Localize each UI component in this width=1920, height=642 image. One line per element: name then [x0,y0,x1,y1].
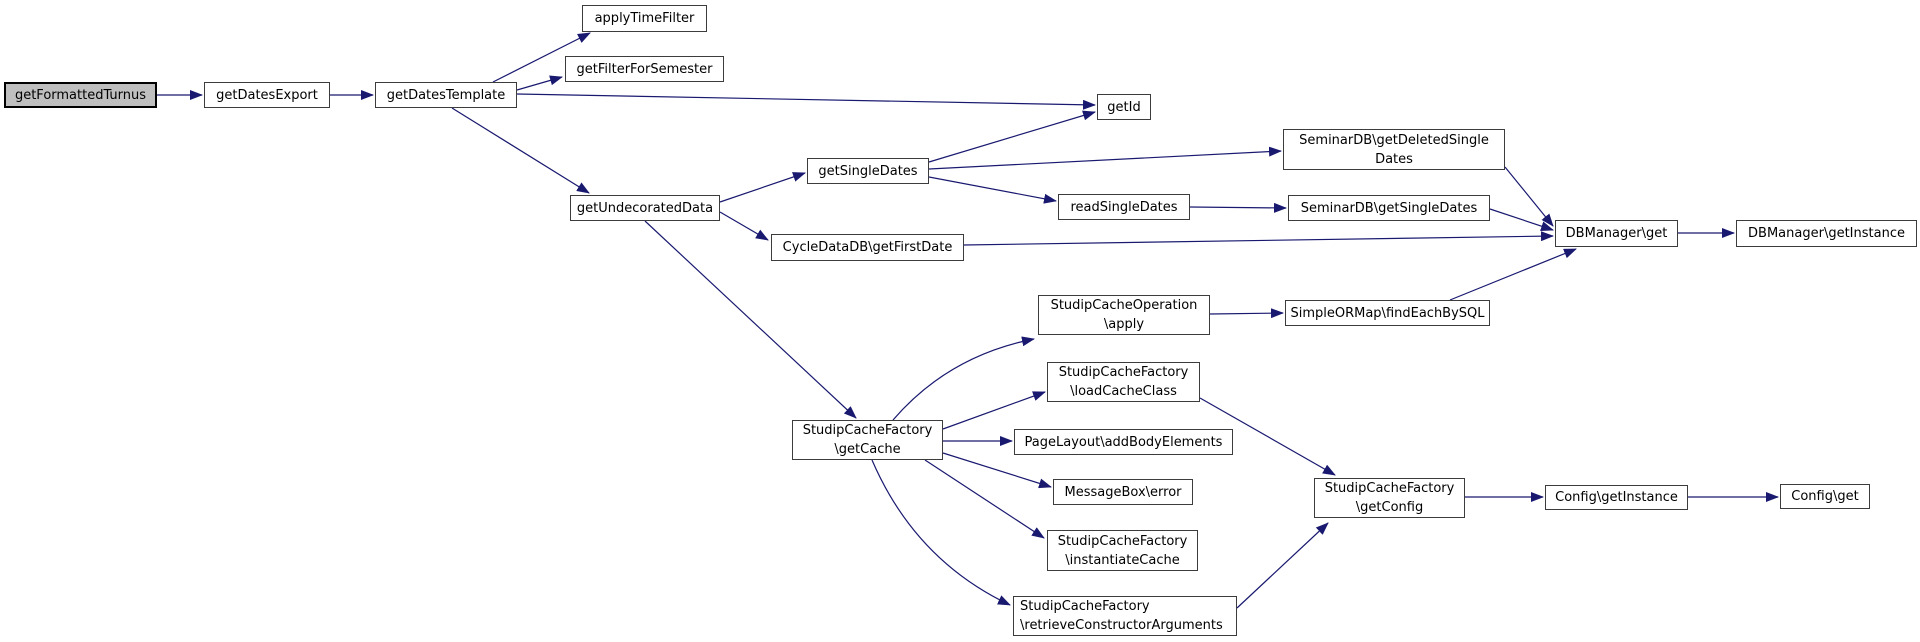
edge-semGetSingle-to-dbmGet [1489,208,1554,231]
edge-getCache-to-retrieveCtorArgs [871,459,1011,606]
node-label-line: DBManager\getInstance [1748,226,1905,241]
edge-getUndecoratedData-to-getSingleDates [719,172,806,203]
node-getCache[interactable]: StudipCacheFactory \getCache [792,420,943,460]
node-label-line: MessageBox\error [1064,484,1182,500]
node-label-line: Config\getInstance [1555,490,1678,505]
edge-getDatesTemplate-to-getId [516,93,1096,110]
node-retrieveCtorArgs[interactable]: StudipCacheFactory \retrieveConstructorAr… [1013,596,1237,636]
node-getConfig[interactable]: StudipCacheFactory \getConfig [1314,478,1465,518]
edge-findEachBySQL-to-dbmGet [1449,248,1577,301]
node-label-line: getId [1107,99,1141,115]
node-getUndecoratedData[interactable]: getUndecoratedData [570,195,720,221]
node-label-line: getDatesTemplate [386,87,506,103]
node-label-line: getFormattedTurnus [14,87,147,103]
edge-getUndecoratedData-to-cycleGetFirstDate [719,211,769,241]
node-getDatesTemplate[interactable]: getDatesTemplate [375,82,517,108]
node-label-line: SeminarDB\getDeletedSingle [1299,132,1489,148]
node-messageBoxError[interactable]: MessageBox\error [1053,479,1193,505]
node-label-line: CycleDataDB\getFirstDate [782,240,953,255]
edge-retrieveCtorArgs-to-getConfig [1236,522,1329,609]
node-findEachBySQL[interactable]: SimpleORMap\findEachBySQL [1285,300,1490,326]
edge-getCache-to-loadCacheClass [942,391,1046,430]
node-label-line: \getConfig [1355,500,1424,515]
node-label-line: getSingleDates [818,163,918,179]
node-label-line: getUndecoratedData [576,200,714,216]
edge-getSingleDates-to-readSingleDates [928,176,1057,204]
node-loadCacheClass[interactable]: StudipCacheFactory \loadCacheClass [1047,362,1200,402]
node-label-line: StudipCacheOperation [1050,298,1198,313]
node-label-line: DBManager\get [1565,226,1668,241]
node-label-line: StudipCacheFactory [802,423,933,438]
edge-getDatesTemplate-to-getUndecoratedData [451,107,590,194]
node-label-line: \retrieveConstructorArguments [1020,618,1223,633]
node-getFilterForSemester[interactable]: getFilterForSemester [565,56,724,82]
node-label-line: readSingleDates [1070,199,1178,215]
node-applyTimeFilter[interactable]: applyTimeFilter [582,5,707,32]
node-instantiateCache[interactable]: StudipCacheFactory \instantiateCache [1047,530,1198,571]
edge-cycleGetFirstDate-to-dbmGet [963,231,1554,246]
node-getSingleDates[interactable]: getSingleDates [807,158,929,184]
node-label-line: PageLayout\addBodyElements [1024,434,1223,450]
node-dbmGet[interactable]: DBManager\get [1555,220,1678,247]
node-label-line: getFilterForSemester [576,61,713,77]
node-label-line: StudipCacheFactory [1324,481,1455,496]
node-cycleGetFirstDate[interactable]: CycleDataDB\getFirstDate [771,234,964,261]
edge-semGetDeleted-to-dbmGet [1504,166,1554,227]
node-label-line: Dates [1375,151,1413,167]
node-semGetSingle[interactable]: SeminarDB\getSingleDates [1288,195,1490,221]
node-label-line: applyTimeFilter [594,11,695,26]
node-configGet[interactable]: Config\get [1780,484,1870,509]
node-readSingleDates[interactable]: readSingleDates [1058,194,1190,220]
node-label-line: StudipCacheFactory [1020,599,1150,614]
edge-loadCacheClass-to-getConfig [1199,397,1336,476]
node-label-line: \instantiateCache [1065,552,1180,568]
node-dbmGetInstance[interactable]: DBManager\getInstance [1736,220,1917,247]
node-applyOp[interactable]: StudipCacheOperation \apply [1038,295,1210,335]
node-pageLayoutAdd[interactable]: PageLayout\addBodyElements [1014,429,1233,455]
edge-getSingleDates-to-semGetDeleted [928,146,1282,170]
edge-readSingleDates-to-semGetSingle [1189,202,1287,213]
edge-getSingleDates-to-getId [928,110,1096,163]
edge-applyOp-to-findEachBySQL [1209,308,1284,319]
node-label-line: StudipCacheFactory [1057,533,1188,549]
node-label-line: getDatesExport [216,87,318,103]
edge-getCache-to-applyOp [892,336,1035,421]
edge-getDatesTemplate-to-getFilterForSemester [516,75,563,91]
node-getDatesExport[interactable]: getDatesExport [204,82,330,108]
edge-getUndecoratedData-to-getCache [644,220,857,419]
node-getId[interactable]: getId [1097,94,1151,120]
node-label-line: Config\get [1791,489,1859,504]
node-label-line: SimpleORMap\findEachBySQL [1290,305,1485,321]
edge-getCache-to-messageBoxError [942,452,1052,489]
node-label-line: StudipCacheFactory [1058,365,1189,380]
edge-getCache-to-instantiateCache [924,459,1045,539]
node-configGetInstance[interactable]: Config\getInstance [1545,485,1688,510]
node-label-line: \loadCacheClass [1070,384,1177,399]
node-label-line: \getCache [834,442,901,457]
node-getFormattedTurnus: getFormattedTurnus [4,82,157,108]
node-label-line: SeminarDB\getSingleDates [1300,200,1478,216]
node-label-line: \apply [1103,317,1145,332]
edge-getDatesTemplate-to-applyTimeFilter [492,32,591,83]
